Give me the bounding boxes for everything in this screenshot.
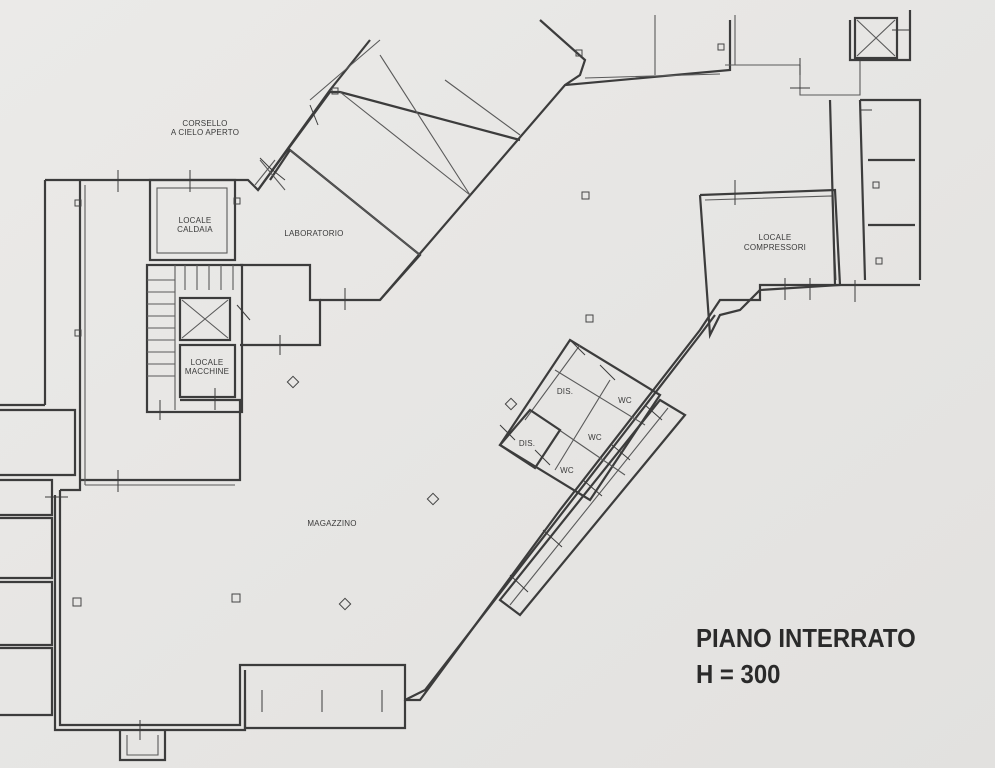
stairs <box>145 263 244 414</box>
magazzino-label: MAGAZZINO <box>307 519 356 528</box>
elevator-shaft <box>178 296 232 342</box>
corsello-label: CORSELLO <box>182 119 227 128</box>
pillars <box>72 43 883 611</box>
wc-label-2: WC <box>588 433 602 442</box>
dis-label-1: DIS. <box>557 387 573 396</box>
caldaia-label: LOCALE <box>179 216 212 225</box>
compressori-label-2: COMPRESSORI <box>744 243 806 252</box>
laboratorio-label: LABORATORIO <box>284 229 343 238</box>
top-diagonal-wall <box>379 19 732 301</box>
wc-label-3: WC <box>560 466 574 475</box>
plan-title-block: PIANO INTERRATO H = 300 <box>696 620 916 692</box>
diagonal-wall <box>404 314 716 701</box>
right-shaft <box>853 16 899 60</box>
left-cells <box>0 408 77 717</box>
corsello-label-2: A CIELO APERTO <box>171 128 239 137</box>
plan-title: PIANO INTERRATO <box>696 623 916 653</box>
diagonal-strip <box>498 398 687 617</box>
stair-steps <box>147 265 234 410</box>
macchine-label: LOCALE <box>191 358 224 367</box>
compressori-room <box>698 188 842 340</box>
wc-block <box>498 338 662 502</box>
dis-label-2: DIS. <box>519 439 535 448</box>
magazzino-wall-bottom <box>243 700 407 730</box>
caldaia-room <box>148 178 237 262</box>
wc-label-1: WC <box>618 396 632 405</box>
macchine-label-2: MACCHINE <box>185 367 229 376</box>
height-label: H = 300 <box>696 659 781 689</box>
caldaia-label-2: CALDAIA <box>177 225 213 234</box>
compressori-label: LOCALE <box>759 233 792 242</box>
macchine-room <box>178 343 237 399</box>
door-ticks <box>45 29 910 740</box>
